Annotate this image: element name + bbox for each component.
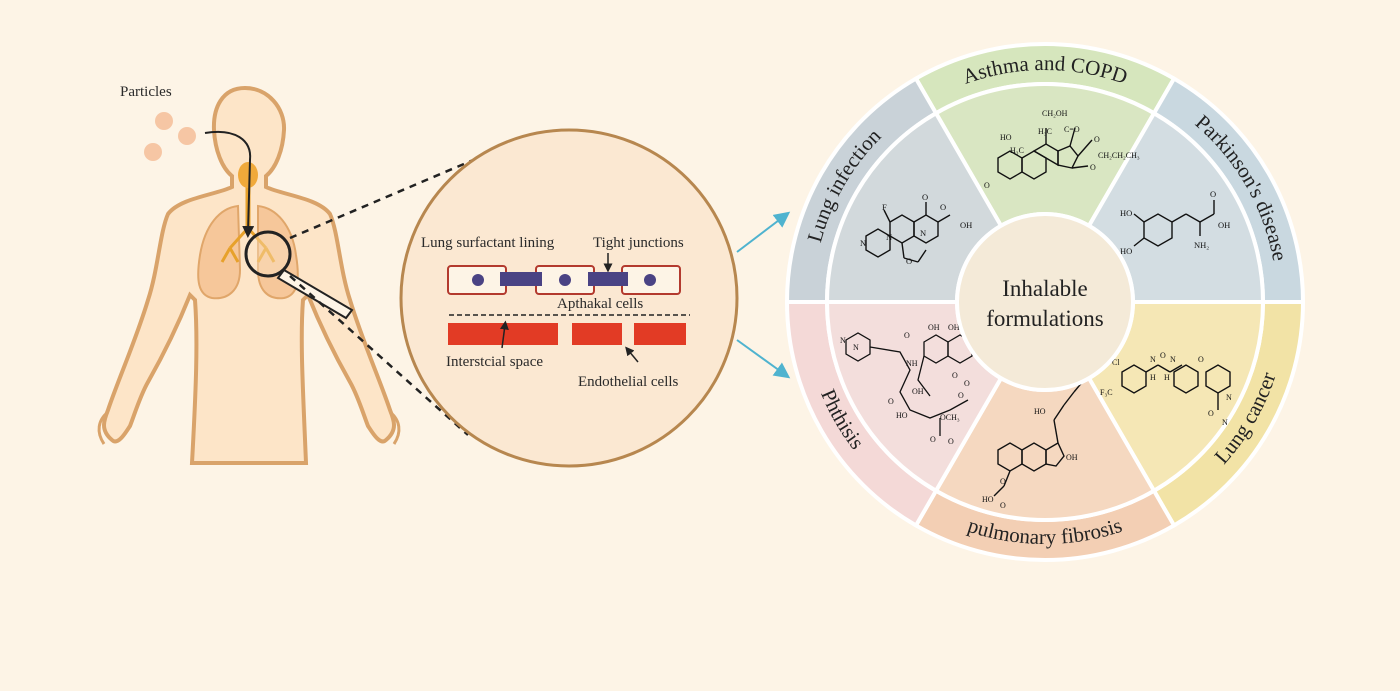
endothelial-cells-label: Endothelial cells [578,374,679,390]
svg-text:N: N [1150,355,1156,364]
asthma-structure-text: CH₂OH H₃C C=O HO H₃C O O CH₂CH₂CH₃ O [984,109,1140,190]
inhalation-path [204,130,255,238]
svg-text:OH: OH [928,323,940,332]
arrow-to-wheel-bottom [736,339,791,379]
human-body-figure: Particles [97,84,401,465]
svg-text:O: O [1090,163,1096,172]
svg-text:O: O [984,181,990,190]
svg-text:N: N [853,343,859,352]
phthisis-structure-text: N N OH OH O NH OH O O O OCH₃ O HO O O [840,323,970,446]
left-lung [197,204,242,300]
svg-text:NH: NH [906,359,918,368]
fibrosis-structure [993,379,1085,497]
svg-text:N: N [840,336,846,345]
zoom-line-top [289,156,479,240]
svg-text:N: N [1170,355,1176,364]
svg-text:CH₂CH₂CH₃: CH₂CH₂CH₃ [1098,151,1140,160]
svg-text:OH: OH [948,323,960,332]
svg-text:OH: OH [960,220,972,230]
svg-text:O: O [1000,477,1006,486]
svg-text:N: N [860,238,866,248]
svg-text:HO: HO [1034,407,1046,416]
svg-text:OH: OH [912,387,924,396]
svg-text:N: N [886,232,892,242]
particle-dot [144,143,162,161]
lung-infection-structure [865,202,951,263]
svg-text:HO: HO [1120,208,1132,218]
phthisis-structure [845,332,973,436]
svg-text:O: O [1198,355,1204,364]
center-label-line1: Inhalable [1002,276,1088,301]
svg-text:O: O [1160,351,1166,360]
svg-text:O: O [940,202,946,212]
endothelial-cell [634,323,686,345]
center-label-line2: formulations [986,306,1104,331]
svg-text:O: O [1000,501,1006,510]
svg-text:O: O [1208,409,1214,418]
svg-text:O: O [948,437,954,446]
svg-text:N: N [920,228,926,238]
endothelial-cell [572,323,622,345]
wheel-center [955,212,1135,392]
svg-text:O: O [930,435,936,444]
zoom-circle: Lung surfactant lining Tight junctions A… [399,128,739,468]
svg-text:HO: HO [1120,246,1132,256]
particle-dot [178,127,196,145]
particles-label: Particles [120,84,172,100]
parkinson-structure [1133,200,1215,247]
svg-text:O: O [1210,189,1216,199]
zoom-line-bottom [289,275,469,436]
svg-text:O: O [958,391,964,400]
svg-text:H₃C: H₃C [1038,127,1052,136]
svg-text:NH₂: NH₂ [1194,240,1209,250]
magnifier-icon [244,230,354,320]
fibrosis-structure-text: HO OH O HO O [982,407,1078,510]
svg-text:O: O [904,331,910,340]
apthakal-cells-label: Apthakal cells [557,296,643,312]
cell-nucleus [644,274,656,286]
svg-text:OCH₃: OCH₃ [940,413,960,422]
endothelial-cell [448,323,558,345]
svg-text:O: O [906,256,912,266]
tight-junctions-label: Tight junctions [593,235,684,251]
lung-cancer-structure [1121,364,1231,410]
tight-junction [500,272,542,286]
cell-nucleus [559,274,571,286]
svg-text:F: F [882,202,887,212]
svg-text:N: N [1222,418,1228,427]
svg-text:H: H [1150,373,1156,382]
svg-text:O: O [888,397,894,406]
svg-text:OH: OH [1218,220,1230,230]
svg-text:OH: OH [1066,453,1078,462]
lung-surfactant-label: Lung surfactant lining [421,235,555,251]
cell-nucleus [472,274,484,286]
lung-infection-structure-text: F O OH O N N N O [860,192,972,266]
svg-text:C=O: C=O [1064,125,1080,134]
svg-text:O: O [952,371,958,380]
asthma-structure [997,127,1093,180]
tight-junction [588,272,628,286]
lung-cancer-structure-text: Cl F₃C H H N N O O N O N [1100,351,1232,427]
arrow-to-wheel-top [736,211,791,253]
svg-text:O: O [964,379,970,388]
parkinson-structure-text: HO HO O OH NH₂ [1120,189,1230,256]
particle-dot [155,112,173,130]
svg-text:F₃C: F₃C [1100,388,1113,397]
svg-text:H: H [1164,373,1170,382]
interstitial-space-label: Interstcial space [446,354,543,370]
svg-text:Cl: Cl [1112,358,1120,367]
svg-text:HO: HO [982,495,994,504]
svg-text:O: O [922,192,928,202]
svg-text:O: O [1094,135,1100,144]
svg-text:H₃C: H₃C [1010,146,1024,155]
svg-text:N: N [1226,393,1232,402]
svg-text:HO: HO [1000,133,1012,142]
svg-text:HO: HO [896,411,908,420]
body-outline [102,85,396,465]
svg-text:CH₂OH: CH₂OH [1042,109,1068,118]
